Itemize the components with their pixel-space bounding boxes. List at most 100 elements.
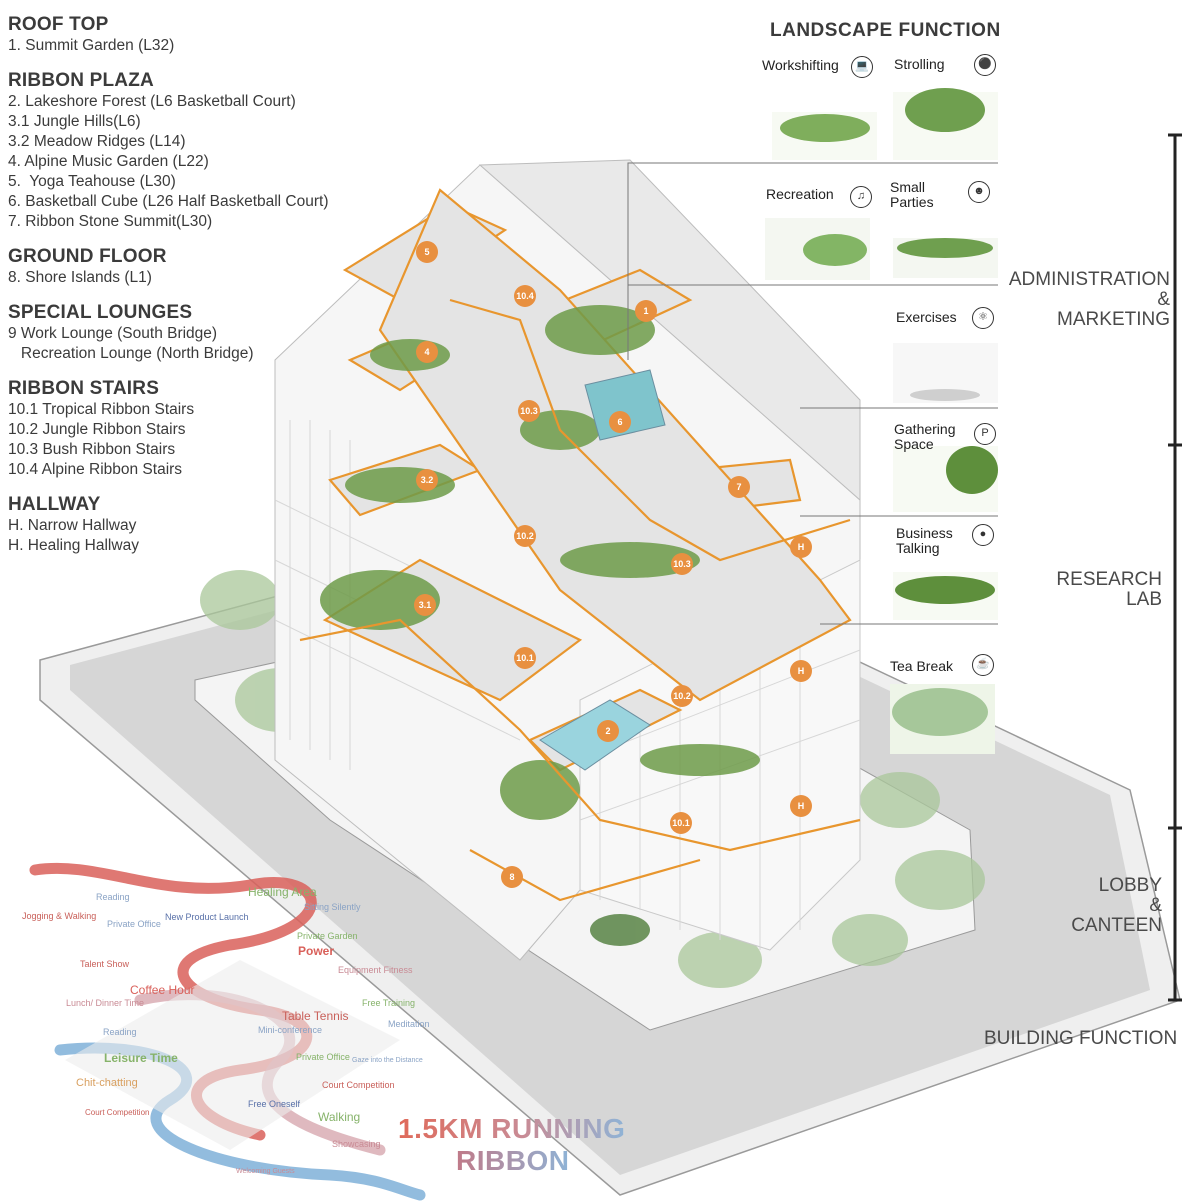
legend-item: 10.2 Jungle Ribbon Stairs bbox=[8, 421, 186, 438]
marker-h: H bbox=[790, 795, 812, 817]
legend-item: 5. Yoga Teahouse (L30) bbox=[8, 173, 176, 190]
function-label-strolling: Strolling bbox=[894, 56, 945, 72]
legend-item: 10.1 Tropical Ribbon Stairs bbox=[8, 401, 195, 418]
activity-label: Private Garden bbox=[297, 931, 358, 941]
activity-label: Private Office bbox=[107, 919, 161, 929]
function-label-workshifting: Workshifting bbox=[762, 57, 839, 73]
legend-item: 8. Shore Islands (L1) bbox=[8, 269, 152, 286]
legend-item: 3.1 Jungle Hills(L6) bbox=[8, 113, 141, 130]
tea-icon: ☕ bbox=[972, 654, 994, 676]
activity-label: Chit-chatting bbox=[76, 1077, 138, 1089]
gathering-icon: P bbox=[974, 423, 996, 445]
building-function-title: BUILDING FUNCTION bbox=[984, 1028, 1178, 1049]
legend-heading: GROUND FLOOR bbox=[8, 246, 167, 267]
legend-heading: SPECIAL LOUNGES bbox=[8, 302, 193, 323]
legend-section-hallway: HALLWAY H. Narrow Hallway H. Healing Hal… bbox=[8, 494, 368, 556]
activity-label: Leisure Time bbox=[104, 1051, 178, 1065]
legend-heading: RIBBON PLAZA bbox=[8, 70, 154, 91]
legend-item: H. Narrow Hallway bbox=[8, 517, 137, 534]
activity-label: Equipment Fitness bbox=[338, 965, 413, 975]
marker-1: 1 bbox=[635, 300, 657, 322]
marker-h: H bbox=[790, 536, 812, 558]
function-label-business-talking: Business Talking bbox=[896, 525, 953, 556]
marker-10-1: 10.1 bbox=[514, 647, 536, 669]
activity-label: Healing Area bbox=[248, 885, 317, 899]
activity-label: Reading bbox=[103, 1027, 137, 1037]
marker-10-4: 10.4 bbox=[514, 285, 536, 307]
marker-10-2: 10.2 bbox=[514, 525, 536, 547]
activity-label: Gaze into the Distance bbox=[352, 1057, 423, 1064]
legend-item: 9 Work Lounge (South Bridge) bbox=[8, 325, 218, 342]
landscape-function-title: LANDSCAPE FUNCTION bbox=[770, 20, 1001, 41]
legend-item: 1. Summit Garden (L32) bbox=[8, 37, 175, 54]
legend-item: 10.3 Bush Ribbon Stairs bbox=[8, 441, 176, 458]
activity-label: Court Competition bbox=[85, 1108, 150, 1117]
workshifting-icon: 💻 bbox=[851, 56, 873, 78]
legend-item: H. Healing Hallway bbox=[8, 537, 139, 554]
marker-10-3: 10.3 bbox=[518, 400, 540, 422]
activity-label: Table Tennis bbox=[282, 1009, 349, 1023]
slogan-running: 1.5KM RUNNING bbox=[398, 1113, 626, 1144]
activity-label: Talent Show bbox=[80, 959, 130, 969]
function-label-tea-break: Tea Break bbox=[890, 658, 954, 674]
function-label-small-parties: Small Parties bbox=[890, 179, 934, 210]
legend-item: 4. Alpine Music Garden (L22) bbox=[8, 153, 209, 170]
legend-section-ground-floor: GROUND FLOOR 8. Shore Islands (L1) bbox=[8, 246, 368, 288]
marker-10-1: 10.1 bbox=[670, 812, 692, 834]
activity-label: Meditation bbox=[388, 1019, 430, 1029]
legend-item: 3.2 Meadow Ridges (L14) bbox=[8, 133, 186, 150]
marker-10-2: 10.2 bbox=[671, 685, 693, 707]
legend-item: 7. Ribbon Stone Summit(L30) bbox=[8, 213, 213, 230]
legend-item: 10.4 Alpine Ribbon Stairs bbox=[8, 461, 183, 478]
activity-label: Sitting Silently bbox=[304, 902, 361, 912]
activity-label: Court Competition bbox=[322, 1080, 395, 1090]
marker-3-2: 3.2 bbox=[416, 469, 438, 491]
marker-h: H bbox=[790, 660, 812, 682]
legend-section-ribbon-plaza: RIBBON PLAZA 2. Lakeshore Forest (L6 Bas… bbox=[8, 70, 368, 232]
party-icon: ☻ bbox=[968, 181, 990, 203]
activity-label: New Product Launch bbox=[165, 912, 249, 922]
function-label-exercises: Exercises bbox=[896, 309, 957, 325]
activity-label: Jogging & Walking bbox=[22, 911, 97, 921]
zone-research-lab: RESEARCH LAB bbox=[1056, 569, 1162, 610]
function-label-gathering-space: Gathering Space bbox=[894, 421, 956, 452]
activity-label: Reading bbox=[96, 892, 130, 902]
business-icon: ● bbox=[972, 524, 994, 546]
legend-section-roof-top: ROOF TOP 1. Summit Garden (L32) bbox=[8, 14, 368, 56]
activity-label: Free Oneself bbox=[248, 1099, 301, 1109]
legend-section-ribbon-stairs: RIBBON STAIRS 10.1 Tropical Ribbon Stair… bbox=[8, 378, 368, 480]
activity-label: Welcoming Guests bbox=[236, 1168, 295, 1175]
activity-label: Free Training bbox=[362, 998, 416, 1008]
recreation-icon: ♫ bbox=[850, 186, 872, 208]
marker-10-3: 10.3 bbox=[671, 553, 693, 575]
activity-label: Mini-conference bbox=[258, 1025, 323, 1035]
activity-label: Coffee Hour bbox=[130, 983, 195, 997]
legend: ROOF TOP 1. Summit Garden (L32) RIBBON P… bbox=[8, 14, 368, 556]
activity-label: Power bbox=[298, 944, 335, 958]
legend-section-special-lounges: SPECIAL LOUNGES 9 Work Lounge (South Bri… bbox=[8, 302, 368, 364]
function-label-recreation: Recreation bbox=[766, 186, 834, 202]
zone-administration-marketing: ADMINISTRATION & MARKETING bbox=[1008, 269, 1170, 330]
legend-item: Recreation Lounge (North Bridge) bbox=[8, 345, 254, 362]
legend-heading: HALLWAY bbox=[8, 494, 101, 515]
slogan-ribbon: RIBBON bbox=[456, 1145, 570, 1176]
marker-6: 6 bbox=[609, 411, 631, 433]
activity-label: Walking bbox=[318, 1110, 361, 1124]
exercise-icon: ⚛ bbox=[972, 307, 994, 329]
marker-5: 5 bbox=[416, 241, 438, 263]
strolling-icon: ⚫ bbox=[974, 54, 996, 76]
zone-lobby-canteen: LOBBY & CANTEEN bbox=[1071, 875, 1162, 936]
marker-3-1: 3.1 bbox=[414, 594, 436, 616]
marker-8: 8 bbox=[501, 866, 523, 888]
legend-item: 2. Lakeshore Forest (L6 Basketball Court… bbox=[8, 93, 296, 110]
activity-label: Showcasing bbox=[332, 1139, 381, 1149]
activity-label: Private Office bbox=[296, 1052, 350, 1062]
legend-item: 6. Basketball Cube (L26 Half Basketball … bbox=[8, 193, 329, 210]
legend-heading: ROOF TOP bbox=[8, 14, 109, 35]
marker-2: 2 bbox=[597, 720, 619, 742]
marker-4: 4 bbox=[416, 341, 438, 363]
marker-7: 7 bbox=[728, 476, 750, 498]
legend-heading: RIBBON STAIRS bbox=[8, 378, 160, 399]
activity-label: Lunch/ Dinner Time bbox=[66, 998, 145, 1008]
